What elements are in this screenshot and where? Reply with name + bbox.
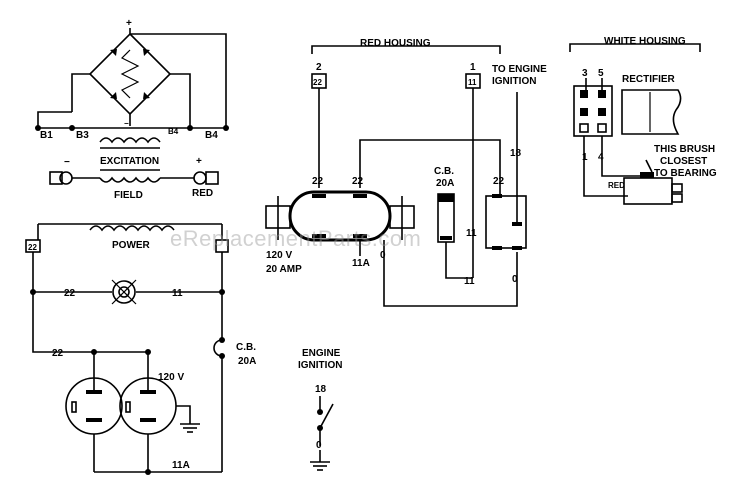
engine-wire-18: 18 bbox=[315, 384, 327, 395]
red-housing-pin-22-box: 22 bbox=[313, 78, 322, 87]
brush-note-line1: THIS BRUSH bbox=[654, 144, 715, 155]
terminal-b1-label: B1 bbox=[40, 130, 53, 141]
power-label: POWER bbox=[112, 240, 151, 251]
engine-label: ENGINE bbox=[302, 348, 341, 359]
power-cb-rating: 20A bbox=[238, 356, 256, 367]
power-wire-22b: 22 bbox=[52, 348, 64, 359]
white-housing-red-label: RED bbox=[608, 181, 625, 190]
excitation-label: EXCITATION bbox=[100, 156, 159, 167]
receptacle-rating-amps: 20 AMP bbox=[266, 264, 302, 275]
red-housing-pin-11-box: 11 bbox=[468, 78, 477, 87]
white-housing-title: WHITE HOUSING bbox=[604, 36, 686, 47]
power-circuit: POWER 22 22 11 C.B. 20A 22 bbox=[25, 223, 256, 475]
svg-text:−: − bbox=[124, 119, 129, 128]
red-wire-22c: 22 bbox=[493, 176, 505, 187]
brush-note-line2: CLOSEST bbox=[660, 156, 707, 167]
red-wire-11: 11 bbox=[466, 228, 477, 239]
red-housing: RED HOUSING 2 22 1 11 TO ENGINE IGNITION… bbox=[265, 38, 547, 307]
watermark: eReplacementParts.com bbox=[170, 226, 421, 251]
to-engine-ignition-label: IGNITION bbox=[492, 76, 536, 87]
to-engine-label: TO ENGINE bbox=[492, 64, 547, 75]
power-wire-22: 22 bbox=[64, 288, 76, 299]
red-housing-pin-2: 2 bbox=[316, 62, 322, 73]
red-wire-11b: 11 bbox=[464, 276, 475, 287]
white-housing-pin-5: 5 bbox=[598, 68, 604, 79]
power-wire-11: 11 bbox=[172, 288, 183, 299]
terminal-b3-label: B3 bbox=[76, 130, 89, 141]
receptacle-rating-volts: 120 V bbox=[266, 250, 292, 261]
bridge-plus-label: + bbox=[126, 18, 132, 29]
terminal-b4-label: B4 bbox=[205, 130, 218, 141]
terminal-b4-inner-label: B4 bbox=[168, 127, 179, 136]
receptacle-voltage: 120 V bbox=[158, 372, 184, 383]
red-wire-18: 18 bbox=[510, 148, 522, 159]
field-minus-label: − bbox=[64, 157, 70, 168]
engine-wire-0: 0 bbox=[316, 440, 322, 451]
red-cb-rating: 20A bbox=[436, 178, 454, 189]
excitation-circuit: + − B1 B3 B4 B4 EXCITATION bbox=[35, 18, 229, 201]
red-wire-0b: 0 bbox=[512, 274, 518, 285]
red-wire-22a: 22 bbox=[312, 176, 324, 187]
power-cb-label: C.B. bbox=[236, 342, 256, 353]
white-housing: WHITE HOUSING 3 5 RECTIFIER 1 4 RED THIS… bbox=[569, 36, 717, 205]
engine-ignition: ENGINE IGNITION 18 0 bbox=[298, 348, 342, 471]
engine-ignition-label: IGNITION bbox=[298, 360, 342, 371]
white-housing-pin-3: 3 bbox=[582, 68, 588, 79]
power-wire-11a: 11A bbox=[172, 460, 190, 471]
field-plus-label: + bbox=[196, 156, 202, 167]
red-wire-11a: 11A bbox=[352, 258, 370, 269]
red-cb-label: C.B. bbox=[434, 166, 454, 177]
red-housing-title: RED HOUSING bbox=[360, 38, 431, 49]
field-red-label: RED bbox=[192, 188, 213, 199]
brush-note-line3: TO BEARING bbox=[654, 168, 717, 179]
white-housing-pin-4: 4 bbox=[598, 152, 604, 163]
white-housing-pin-1: 1 bbox=[582, 152, 588, 163]
power-terminal-22: 22 bbox=[28, 243, 37, 252]
red-wire-0: 0 bbox=[380, 250, 386, 261]
field-label: FIELD bbox=[114, 190, 143, 201]
red-wire-22b: 22 bbox=[352, 176, 364, 187]
rectifier-label: RECTIFIER bbox=[622, 74, 676, 85]
red-housing-pin-1: 1 bbox=[470, 62, 476, 73]
